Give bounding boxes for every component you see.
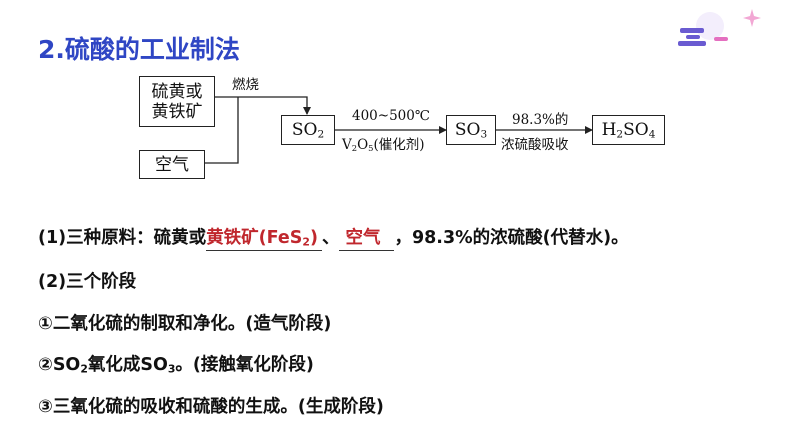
so3-box: SO3	[446, 115, 496, 145]
raw-materials-suffix: ，98.3%的浓硫酸(代替水)。	[394, 228, 629, 248]
raw-materials-prefix: (1)三种原料：硫黄或	[38, 228, 207, 248]
air-box: 空气	[139, 150, 205, 179]
ore-to-so2-line	[213, 96, 311, 115]
deco-soft-circle	[696, 12, 724, 40]
answer-air: 空气	[339, 227, 395, 251]
ore-box-line1: 硫黄或	[151, 81, 203, 102]
step2-condition-bottom: 浓硫酸吸收	[501, 137, 569, 153]
so2-box: SO2	[281, 115, 335, 145]
ore-box-line2: 黄铁矿	[151, 101, 203, 122]
air-to-burn-line	[205, 97, 239, 164]
decorative-logo-icon	[678, 12, 728, 46]
step1-condition-top: 400~500℃	[352, 108, 430, 124]
raw-materials-sep: 、	[321, 228, 340, 248]
stage1-line: ①二氧化硫的制取和净化。(造气阶段)	[38, 314, 332, 334]
deco-bar-bottom	[678, 41, 706, 46]
page-title: 2.硫酸的工业制法	[38, 35, 240, 64]
deco-bar-mid	[686, 35, 700, 39]
so3-formula: SO3	[454, 120, 488, 141]
h2so4-formula: H2SO4	[601, 120, 656, 141]
deco-dash	[714, 37, 728, 41]
sulfur-pyrite-box: 硫黄或 黄铁矿	[139, 76, 215, 127]
deco-bar-top	[680, 28, 704, 33]
stage3-line: ③三氧化硫的吸收和硫酸的生成。(生成阶段)	[38, 397, 384, 417]
stage2-line: ②SO2氧化成SO3。(接触氧化阶段)	[38, 355, 314, 376]
step2-condition-top: 98.3%的	[512, 112, 569, 128]
step1-condition-bottom: V2O5(催化剂)	[342, 137, 425, 154]
burn-label: 燃烧	[232, 77, 259, 93]
raw-materials-line: (1)三种原料：硫黄或黄铁矿(FeS2)、空气，98.3%的浓硫酸(代替水)。	[38, 224, 629, 251]
air-box-label: 空气	[155, 154, 189, 175]
stages-heading: (2)三个阶段	[38, 272, 137, 292]
answer-pyrite: 黄铁矿(FeS2)	[206, 227, 322, 251]
h2so4-box: H2SO4	[592, 115, 665, 145]
sparkle-icon	[743, 9, 761, 27]
so2-formula: SO2	[291, 120, 325, 141]
